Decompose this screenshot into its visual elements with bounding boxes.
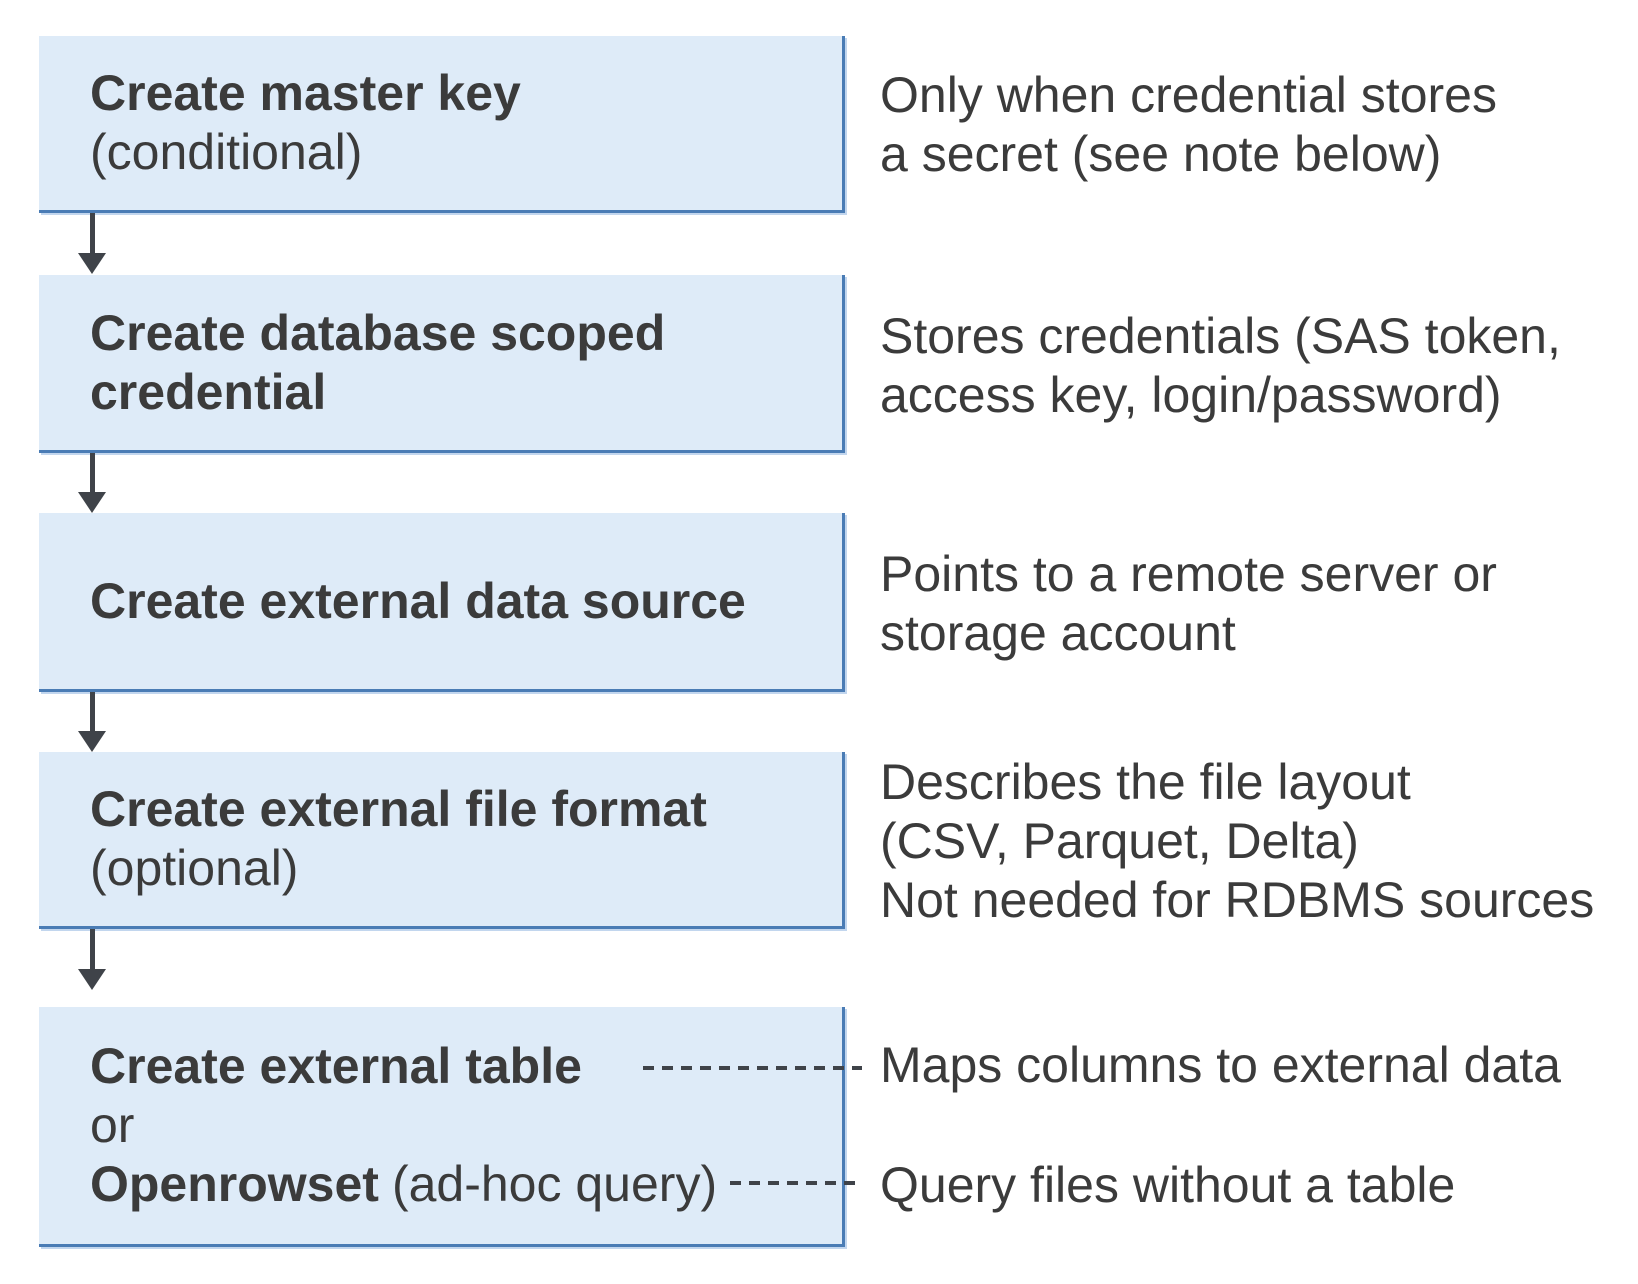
dashed-connector-external-table: [643, 1066, 862, 1070]
arrow-down-icon: [78, 692, 106, 752]
step-title: Create external file format: [90, 781, 707, 837]
annotation-data-source: Points to a remote server or storage acc…: [880, 545, 1620, 663]
arrow-stem: [90, 453, 95, 494]
annotation-line: a secret (see note below): [880, 126, 1442, 182]
step-box-create-master-key: Create master key (conditional): [39, 36, 845, 213]
step-box-create-database-scoped-credential: Create database scoped credential: [39, 275, 845, 453]
step-note: (optional): [90, 840, 299, 896]
step-alt-note: (ad-hoc query): [391, 1156, 718, 1212]
annotation-line: Describes the file layout: [880, 754, 1411, 810]
annotation-line: Points to a remote server or: [880, 546, 1497, 602]
step-note: (conditional): [90, 124, 363, 180]
annotation-line: (CSV, Parquet, Delta): [880, 813, 1359, 869]
step-title: Create database scoped credential: [90, 304, 666, 420]
step-title: Create external table: [90, 1038, 582, 1094]
step-box-create-external-file-format: Create external file format (optional): [39, 752, 845, 929]
step-title: Create master key: [90, 65, 521, 121]
step-or-label: or: [90, 1097, 135, 1153]
arrow-head: [78, 731, 106, 752]
annotation-line: storage account: [880, 605, 1236, 661]
annotation-file-format: Describes the file layout (CSV, Parquet,…: [880, 753, 1620, 930]
annotation-line: Only when credential stores: [880, 67, 1497, 123]
arrow-down-icon: [78, 453, 106, 513]
step-alt-line: Openrowset(ad-hoc query): [90, 1155, 842, 1214]
step-title: Create external data source: [90, 572, 746, 629]
annotation-line: Maps columns to external data: [880, 1037, 1561, 1093]
arrow-stem: [90, 692, 95, 733]
annotation-line: access key, login/password): [880, 367, 1502, 423]
arrow-head: [78, 253, 106, 274]
annotation-openrowset: Query files without a table: [880, 1156, 1620, 1215]
annotation-scoped-credential: Stores credentials (SAS token, access ke…: [880, 307, 1620, 425]
arrow-stem: [90, 213, 95, 255]
annotation-line: Stores credentials (SAS token,: [880, 308, 1561, 364]
step-box-create-external-table-or-openrowset: Create external table or Openrowset(ad-h…: [39, 1007, 845, 1247]
arrow-stem: [90, 929, 95, 971]
arrow-head: [78, 969, 106, 990]
dashed-connector-openrowset: [730, 1181, 862, 1185]
annotation-master-key: Only when credential stores a secret (se…: [880, 66, 1620, 184]
arrow-head: [78, 492, 106, 513]
annotation-line: Not needed for RDBMS sources: [880, 872, 1595, 928]
annotation-line: Query files without a table: [880, 1157, 1456, 1213]
step-box-create-external-data-source: Create external data source: [39, 513, 845, 692]
step-alt-title: Openrowset: [90, 1156, 379, 1212]
arrow-down-icon: [78, 213, 106, 274]
arrow-down-icon: [78, 929, 106, 990]
annotation-external-table: Maps columns to external data: [880, 1036, 1620, 1095]
